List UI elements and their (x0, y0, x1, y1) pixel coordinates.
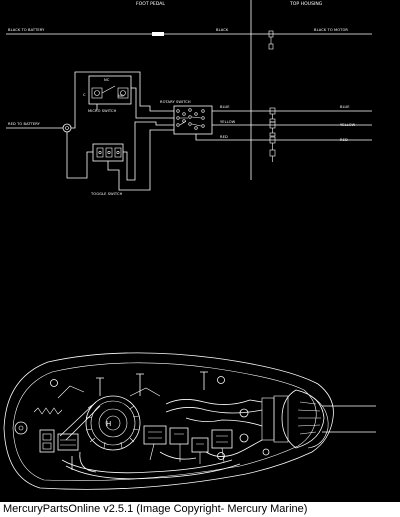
header-top-housing: TOP HOUSING (289, 1, 323, 7)
label-yellow-left: YELLOW (220, 120, 236, 124)
housing-drawing: H (3, 352, 376, 490)
rotary-switch-body: H (85, 395, 141, 451)
label-no: NO (118, 94, 124, 98)
micro-switch (88, 75, 132, 105)
svg-text:H: H (106, 420, 111, 428)
motor-shaft (261, 395, 376, 443)
schematic: FOOT PEDAL TOP HOUSING BLACK TO BATTERY … (6, 0, 372, 196)
label-micro-switch: MICRO SWITCH (88, 109, 117, 113)
battery-terminal (62, 123, 72, 133)
label-black-to-motor: BLACK TO MOTOR (314, 28, 348, 32)
label-c: C (83, 93, 86, 97)
housing-inner-wall (12, 362, 317, 482)
wiring-diagram: FOOT PEDAL TOP HOUSING BLACK TO BATTERY … (3, 0, 376, 490)
wire-harness (59, 399, 263, 480)
status-bar: MercuryPartsOnline v2.5.1 (Image Copyrig… (0, 502, 400, 517)
label-rotary-switch: ROTARY SWITCH (160, 100, 191, 104)
label-blue-right: BLUE (340, 105, 350, 109)
housing-micro-switch (39, 429, 79, 453)
label-yellow-right: YELLOW (340, 123, 356, 127)
housing-outer-shell (3, 352, 334, 490)
label-red-left: RED (220, 135, 228, 139)
output-connectors (269, 107, 276, 162)
connector-blocks (143, 425, 233, 453)
label-red-to-battery: RED TO BATTERY (8, 122, 41, 126)
label-black-to-battery: BLACK TO BATTERY (8, 28, 45, 32)
inline-fuse (152, 32, 164, 36)
header-foot-pedal: FOOT PEDAL (136, 1, 165, 7)
diagram-viewer: FOOT PEDAL TOP HOUSING BLACK TO BATTERY … (3, 0, 376, 490)
pivot-brackets (57, 371, 208, 399)
internal-wiring (66, 71, 174, 191)
handle-grip (281, 389, 329, 449)
label-red-right: RED (340, 138, 348, 142)
return-spring (33, 407, 63, 415)
label-black: BLACK (216, 28, 229, 32)
rotary-switch (173, 105, 213, 135)
black-connector (268, 30, 274, 50)
label-blue-left: BLUE (220, 105, 230, 109)
output-wires (195, 110, 372, 141)
label-nc: NC (104, 78, 110, 82)
toggle-switch (92, 143, 124, 162)
label-toggle-switch: TOGGLE SWITCH (90, 192, 123, 196)
mounting-bosses (14, 376, 270, 460)
